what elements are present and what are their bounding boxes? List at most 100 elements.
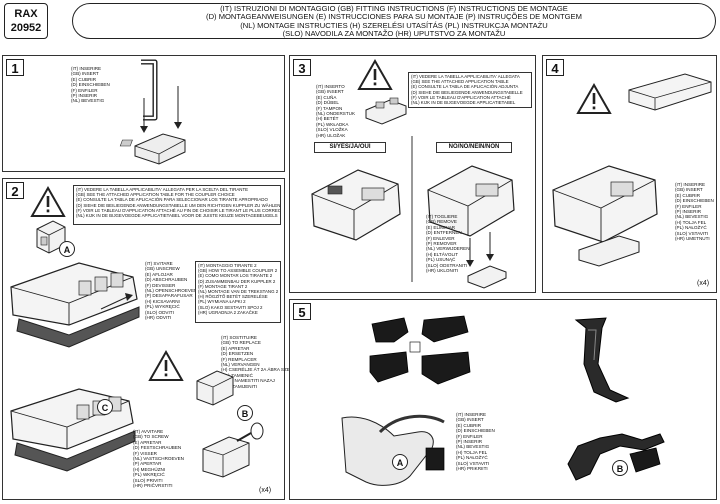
- note-line: (D) ZUSAMMENBAU DER KUPPLER 2: [198, 278, 276, 284]
- title-line: (NL) MONTAGE INSTRUCTIES (H) SZERELÉSI U…: [240, 20, 548, 30]
- label: (H) BETÉT: [316, 116, 339, 122]
- step-5-panel: 5 A (IT) INSERIRE (GB) INSERT (E) CUBRIR…: [289, 299, 717, 500]
- label: (IT) SOSTITUIRE: [221, 335, 257, 340]
- label: (HR) UMETNUTI: [675, 236, 710, 242]
- label: (NL) OPENSCHROEVEN: [145, 288, 198, 294]
- label: (HR) UKLONITI: [426, 268, 459, 274]
- label: (H) MEGHÚZNI: [133, 466, 166, 472]
- label: (GB) TO SCREW: [133, 434, 169, 440]
- step-5-labels: (IT) INSERIRE (GB) INSERT (E) CUBRIR (D)…: [456, 412, 495, 471]
- step-4-panel: 4 (IT) INSERIRE (GB) INSERT (E) CUBRIR (…: [542, 55, 717, 293]
- coupler-mount-note: (IT) MONTAGGIO TIRANTE 2 (GB) HOW TO ASS…: [195, 261, 281, 323]
- label: (F) ENFILER: [71, 87, 98, 93]
- warning-icon: [357, 58, 393, 90]
- label: (F) ENFILER: [456, 433, 483, 439]
- quantity: (x4): [697, 280, 710, 287]
- step-number: 2: [6, 182, 24, 199]
- label: (D) ABSCHRAUBEN: [145, 277, 188, 283]
- callout-b: B: [237, 405, 253, 421]
- label: (F) TAMPON: [316, 105, 343, 111]
- rubber-pads-illustration: [369, 315, 471, 385]
- label: (NL) BEVESTIG: [71, 98, 105, 104]
- remove-labels: (IT) TOGLIERE (GB) REMOVE (E) ELIMINAR (…: [426, 214, 470, 273]
- label: (E) APRETAR: [221, 345, 250, 351]
- label: (NL) VERWIJDEREN: [426, 246, 470, 252]
- label: (SLO) VSTAVITI: [675, 230, 709, 236]
- application-table-note: (IT) VEDERE LA TABELLA APPLICABILITA' AL…: [408, 72, 532, 108]
- label: (H) KICSAVARNI: [145, 298, 180, 304]
- label: (PL) USUNĄĆ: [426, 257, 456, 263]
- label: (H) TOLJA FEL: [675, 219, 707, 225]
- unscrew-labels: (IT) SVITARE (GB) UNSCREW (E) AFLOJAR (D…: [145, 261, 197, 320]
- coupler-replace-illustration: [196, 370, 234, 406]
- callout-a: A: [59, 241, 75, 257]
- foot-remove-insert-illustration: [427, 165, 515, 289]
- brand-name: RAX: [14, 8, 38, 20]
- note-line: (E) COMO MONTAR LOS TIRANTE 2: [198, 273, 273, 279]
- label: (PL) NAŁOŻYĆ: [456, 455, 488, 461]
- label: (P) INSERIR: [675, 209, 702, 215]
- label: (F) ENFILER: [675, 203, 702, 209]
- label: (SLO) PRIVITI: [133, 477, 163, 483]
- label: (NL) ONDERSTUK: [316, 111, 356, 117]
- label: (PL) WKŁADKA: [316, 121, 349, 127]
- clamp-with-pad-illustration: [567, 433, 665, 481]
- title-line: (SLO) NAVODILA ZA MONTAŽO (HR) UPUTSTVO …: [282, 29, 506, 39]
- label: (HR) ODVITI: [145, 315, 172, 321]
- label: (F) REMPLACER: [221, 356, 257, 362]
- hand-insert-illustration: [341, 414, 445, 486]
- label: (SLO) ODVITI: [145, 309, 174, 315]
- step-1-panel: 1 (IT) INSERIRE (GB) INSERT (E) CUBRIR (…: [2, 55, 285, 172]
- label: (D) ERSETZEN: [221, 351, 254, 357]
- label: (GB) REMOVE: [426, 219, 457, 225]
- title-line: (D) MONTAGEANWEISUNGEN (E) INSTRUCCIONES…: [206, 12, 582, 22]
- title-banner: (IT) ISTRUZIONI DI MONTAGGIO (GB) FITTIN…: [72, 3, 716, 39]
- label: (D) EINSCHIEBEN: [456, 428, 495, 434]
- step-number: 4: [546, 59, 564, 76]
- label: (GB) INSERT: [675, 187, 703, 193]
- label: (E) CUBRIR: [675, 192, 701, 198]
- model-code-box: RAX 20952: [4, 3, 48, 39]
- warning-icon: [576, 82, 612, 114]
- note-line: (SLO) KAKO SESTAVITI SPOJ 2: [198, 304, 263, 310]
- label: (E) CUÑA: [316, 94, 337, 100]
- divider-line: [411, 136, 413, 282]
- warning-icon: [148, 349, 184, 381]
- note-line: (F) VOIR LE TABLEAU D'APPLICATION ATTACH…: [76, 207, 281, 213]
- note-line: (NL) KIJK IN DE BIJGEVOEGDE APPLICATIETA…: [76, 213, 278, 219]
- label: (PL) NAŁOŻYĆ: [675, 225, 707, 231]
- label: (D) EINSCHIEBEN: [71, 82, 110, 88]
- model-number: 20952: [10, 22, 42, 34]
- label: (P) INSERIR: [456, 439, 483, 445]
- label: (P) APERTAR: [133, 461, 162, 467]
- callout-c: C: [97, 399, 113, 415]
- label: (E) APRETAR: [133, 439, 162, 445]
- note-line: (F) MONTAGE TIRANT 2: [198, 283, 248, 289]
- label: (IT) INSERIRE: [675, 182, 706, 187]
- label: (D) ENTFERNEN: [426, 230, 462, 236]
- yes-tab: SI/YES/JA/OUI: [314, 142, 386, 153]
- label: (IT) SVITARE: [145, 261, 173, 266]
- label: (IT) INSERIRE: [71, 66, 102, 71]
- label: (PL) WKRĘCIĆ: [133, 472, 165, 478]
- note-line: (H) RÖGZÍTŐ BETÉT SZERELÉSE: [198, 294, 268, 300]
- label: (GB) INSERT: [456, 417, 484, 423]
- label: (E) CUBRIR: [71, 76, 97, 82]
- callout-a: A: [392, 454, 408, 470]
- label: (PL) ZAMIENIĆ: [221, 372, 253, 378]
- allen-key-illustration: [119, 59, 186, 165]
- step-2-panel: 2 (IT) VEDERE LA TABELLA APPLICABILITA' …: [2, 178, 301, 500]
- note-line: (GB) HOW TO ASSEMBLE COUPLER 2: [198, 268, 278, 274]
- note-line: (IT) MONTAGGIO TIRANTE 2: [198, 263, 257, 268]
- screw-coupler-illustration: [202, 422, 264, 478]
- note-line: (E) CONSULTE LA TABLA DE APLICACIÓN PARA…: [76, 197, 268, 203]
- label: (HR) PRIČVRSTITI: [133, 483, 173, 489]
- label: (E) ELIMINAR: [426, 224, 456, 230]
- note-line: (NL) KIJK IN DE BIJGEVOEGDE APPLICATIETA…: [411, 100, 516, 106]
- label: (SLO) VLOŽKA: [316, 127, 348, 133]
- application-table-note: (IT) VEDERE LA TABELLA APPLICABILITA' AL…: [73, 185, 281, 225]
- label: (H) TOLJA FEL: [456, 449, 488, 455]
- label: (NL) BEVESTIG: [675, 214, 709, 220]
- step-number: 3: [293, 59, 311, 76]
- clamp-bracket-illustration: [574, 317, 630, 403]
